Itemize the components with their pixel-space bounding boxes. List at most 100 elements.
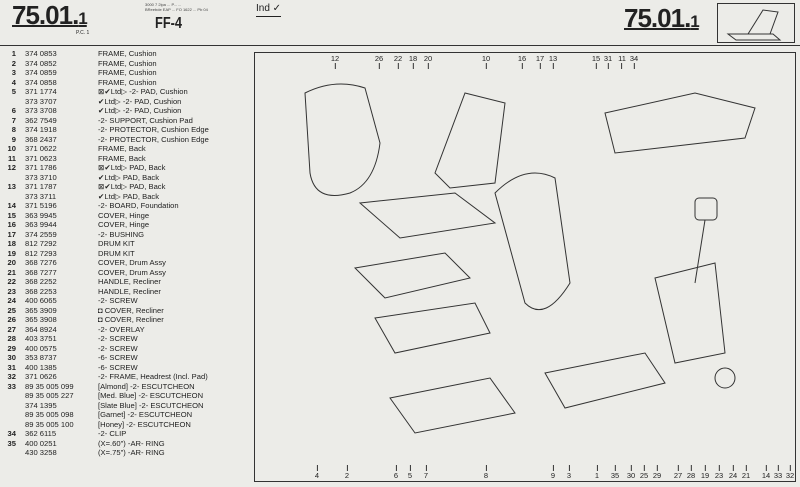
item-number: 12 <box>7 163 16 172</box>
part-description: COVER, Hinge <box>98 220 150 229</box>
part-description: -2- SCREW <box>98 334 138 343</box>
part-number: 362 7549 <box>25 115 57 125</box>
part-description: -2- SCREW <box>98 296 138 305</box>
part-number: 353 8737 <box>25 353 57 362</box>
part-row: 89 35 005 098[Garnet] -2- ESCUTCHEON <box>0 410 258 420</box>
part-description: ✔Ltd▷ PAD, Back <box>98 191 160 201</box>
callout-label: 19 <box>701 465 709 480</box>
part-number: 403 3751 <box>25 334 57 343</box>
part-description: -2- FRAME, Headrest (Incl. Pad) <box>98 372 208 381</box>
part-row: 28 403 3751 -2- SCREW <box>0 334 258 344</box>
back-pad-right-drawing <box>494 172 571 311</box>
callout-label: 32 <box>786 465 794 480</box>
item-number: 21 <box>7 267 16 277</box>
item-number: 8 <box>11 125 16 134</box>
part-number: 371 0622 <box>25 144 57 153</box>
callout-label: 22 <box>394 54 402 69</box>
part-description: COVER, Drum Assy <box>98 267 166 277</box>
part-description: ✔Ltd▷ PAD, Back <box>98 172 160 182</box>
part-description: FRAME, Cushion <box>98 49 157 58</box>
callout-label: 11 <box>618 54 626 69</box>
part-number: 374 1395 <box>25 400 57 410</box>
callout-label: 6 <box>394 465 398 480</box>
item-number: 24 <box>7 296 16 305</box>
part-row: 430 3258(X=.75") -AR- RING <box>0 448 258 458</box>
part-row: 26 365 3908 ◘ COVER, Recliner <box>0 315 258 325</box>
part-row: 373 3707✔Ltd▷ -2- PAD, Cushion <box>0 97 258 107</box>
item-number: 3 <box>11 68 16 77</box>
part-number: 374 0852 <box>25 58 57 68</box>
callout-label: 3 <box>567 465 571 480</box>
callout-label: 21 <box>742 465 750 480</box>
item-number: 16 <box>7 220 16 229</box>
item-number: 26 <box>7 315 16 324</box>
item-number: 29 <box>7 343 16 353</box>
item-number: 28 <box>7 334 16 343</box>
item-number: 20 <box>7 258 16 267</box>
part-number: 373 3711 <box>25 191 57 201</box>
part-number: 89 35 005 099 <box>25 381 74 391</box>
back-pad-drawing <box>304 83 381 196</box>
part-description: ⊠✔Ltd▷ -2- PAD, Cushion <box>98 87 188 96</box>
item-number: 27 <box>7 324 16 334</box>
item-number: 34 <box>7 429 16 438</box>
callout-label: 18 <box>409 54 417 69</box>
item-number: 2 <box>11 58 16 68</box>
part-description: (X=.75") -AR- RING <box>98 448 165 457</box>
part-description: ◘ COVER, Recliner <box>98 315 164 324</box>
part-number: 368 2437 <box>25 134 57 144</box>
part-description: -2- SUPPORT, Cushion Pad <box>98 115 193 125</box>
part-number: 364 8924 <box>25 324 57 334</box>
part-number: 374 0853 <box>25 49 57 58</box>
part-number: 371 1787 <box>25 182 57 191</box>
part-number: 363 9945 <box>25 210 57 220</box>
part-number: 371 1774 <box>25 87 57 96</box>
part-description: FRAME, Cushion <box>98 68 157 77</box>
item-number: 11 <box>7 153 16 163</box>
model-code: FF-4 <box>155 15 183 32</box>
item-number: 30 <box>7 353 16 362</box>
part-number: 368 7277 <box>25 267 57 277</box>
part-number: 365 3908 <box>25 315 57 324</box>
callout-label: 34 <box>630 54 638 69</box>
part-number: 812 7292 <box>25 239 57 248</box>
header-divider <box>0 45 800 46</box>
back-frame-drawing <box>434 92 506 189</box>
part-number: 89 35 005 100 <box>25 419 74 429</box>
callout-label: 35 <box>611 465 619 480</box>
part-number: 362 6115 <box>25 429 57 438</box>
item-number: 17 <box>7 229 16 239</box>
part-description: (X=.60") -AR- RING <box>98 438 165 448</box>
part-number: 373 3708 <box>25 106 57 115</box>
part-description: FRAME, Back <box>98 144 146 153</box>
callout-label: 9 <box>551 465 555 480</box>
item-number: 19 <box>7 248 16 258</box>
part-description: ◘ COVER, Recliner <box>98 305 164 315</box>
part-description: [Almond] -2- ESCUTCHEON <box>98 381 195 391</box>
part-row: 373 3710 ✔Ltd▷ PAD, Back <box>0 173 258 183</box>
callout-label: 15 <box>592 54 600 69</box>
part-number: 89 35 005 227 <box>25 391 74 400</box>
item-number: 13 <box>7 182 16 191</box>
part-number: 373 3710 <box>25 172 57 182</box>
part-number: 371 5196 <box>25 201 57 210</box>
headrest-drawing <box>694 197 718 221</box>
part-description: -2- CLIP <box>98 429 127 438</box>
item-number: 31 <box>7 362 16 372</box>
indicator: Ind ✓ <box>256 3 282 17</box>
